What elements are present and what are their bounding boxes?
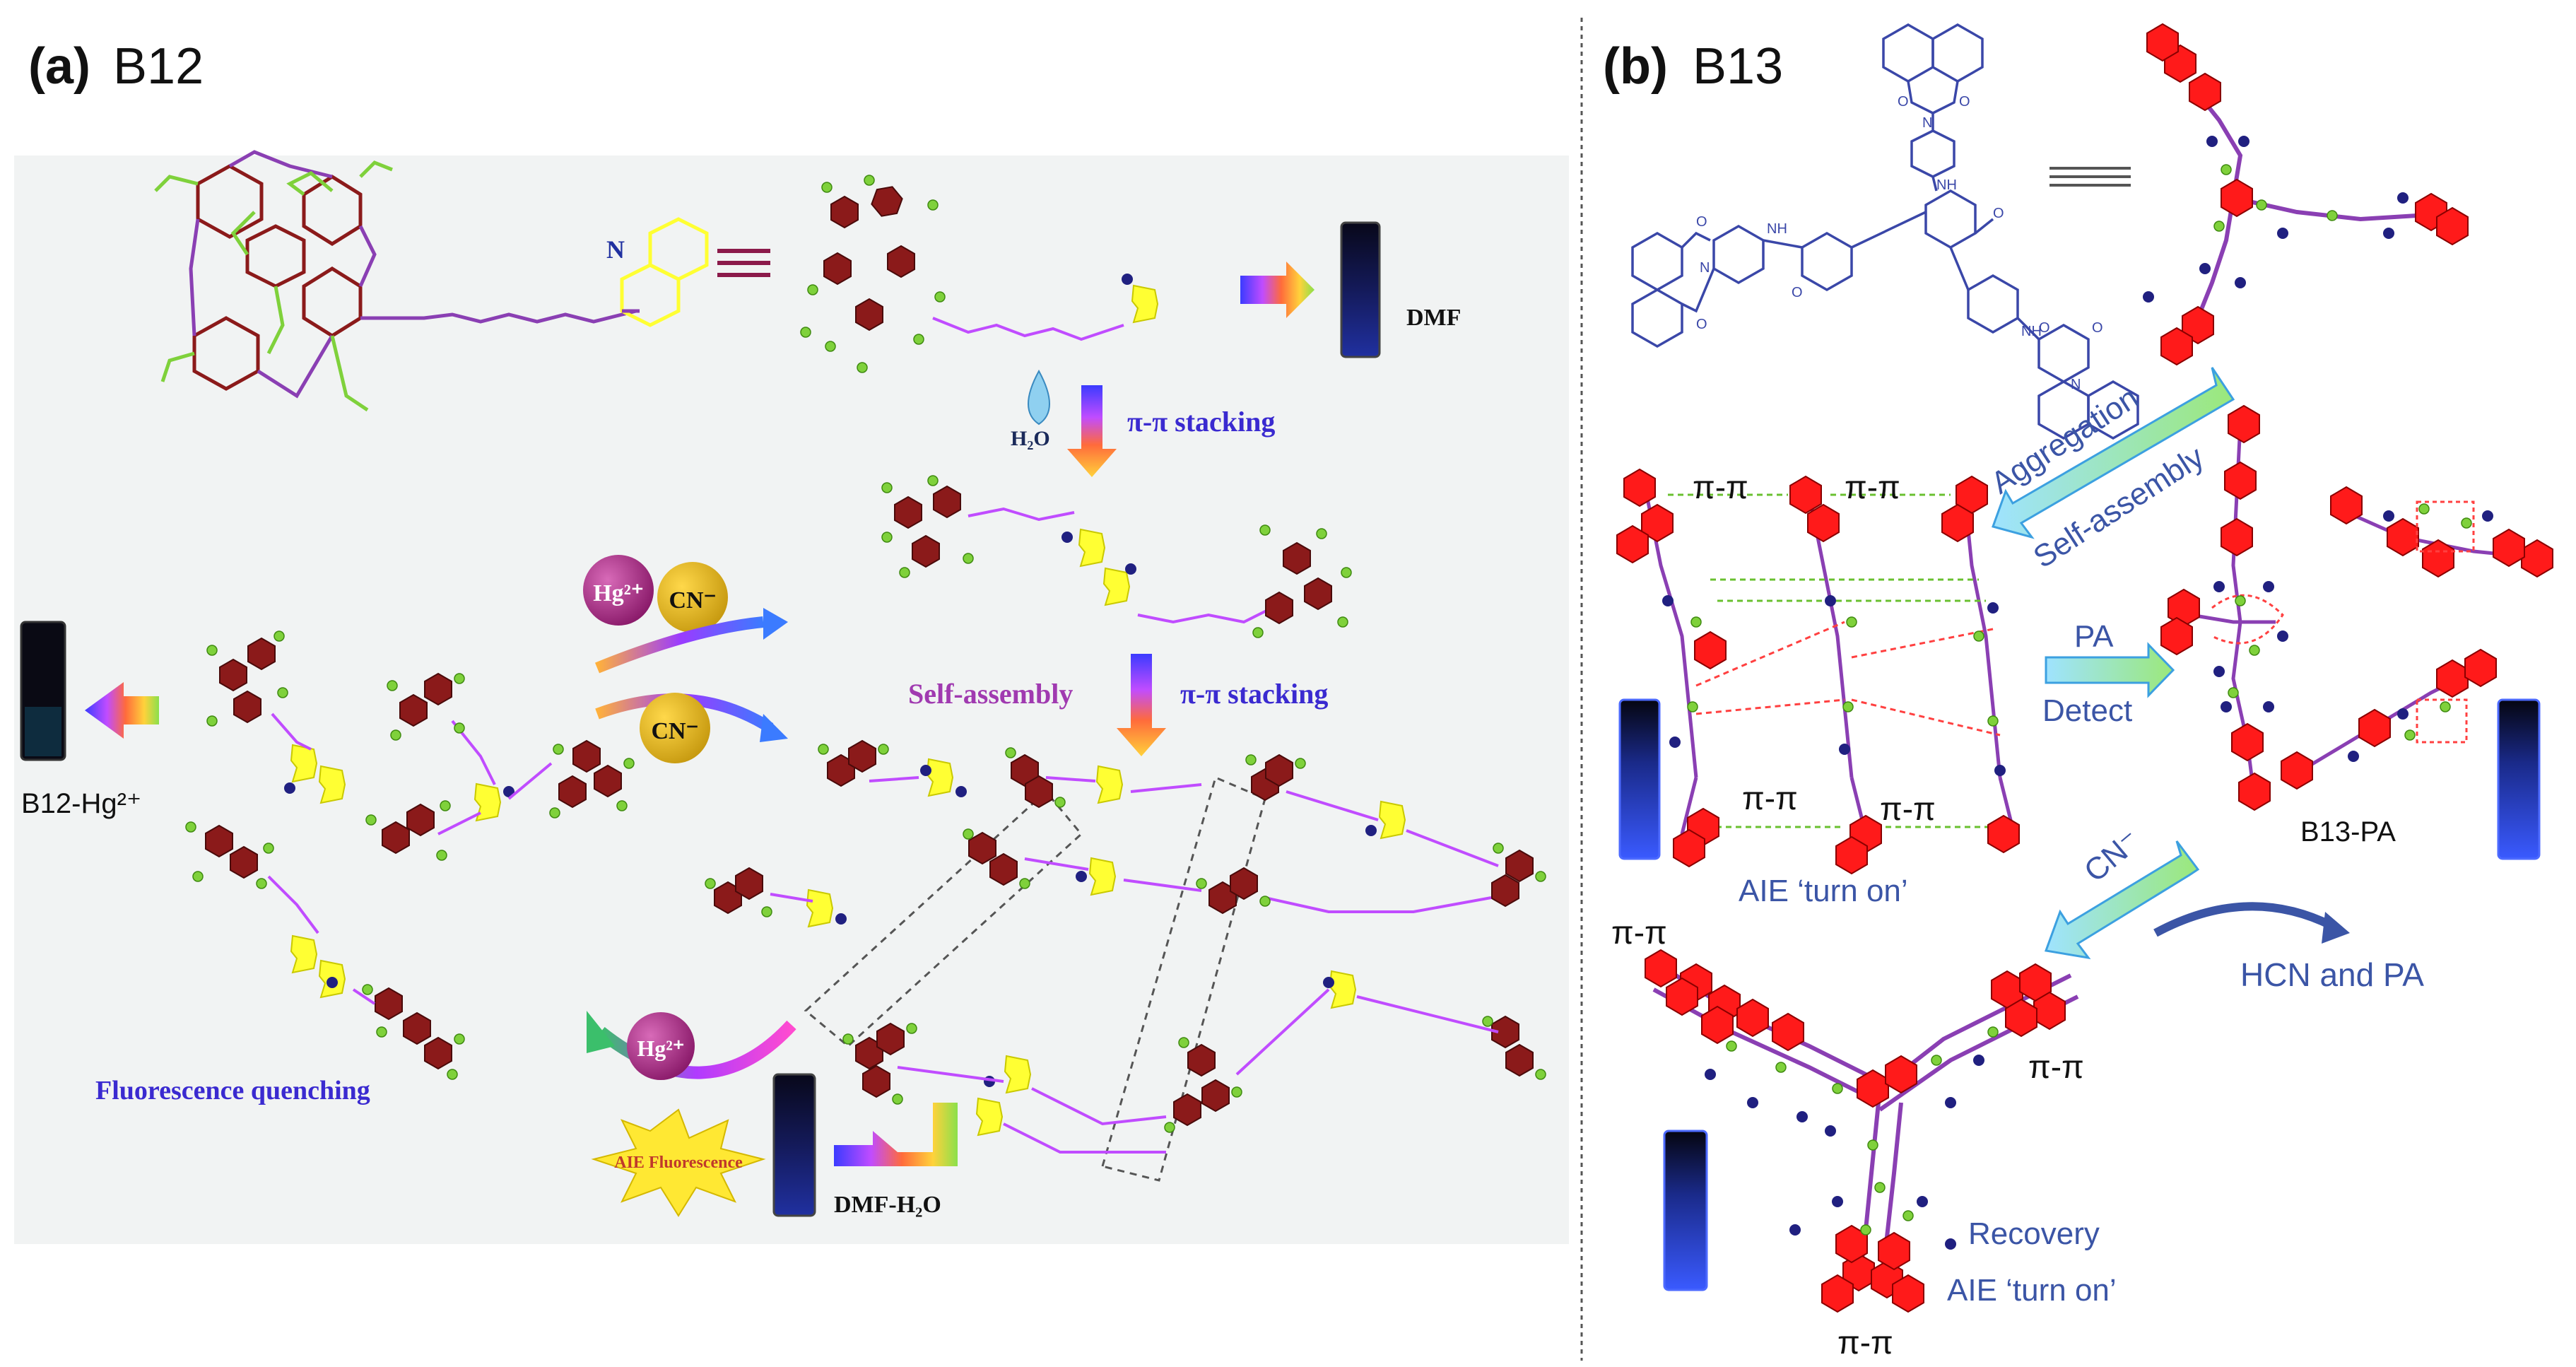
b13-pa-label: B13-PA [2300, 816, 2396, 847]
cn-label: CN⁻ [2078, 823, 2147, 888]
self-assembly-label: Self-assembly [908, 678, 1073, 710]
atom-n-3: N [2071, 377, 2081, 392]
panel-a-title: B12 [113, 38, 204, 95]
panel-b: (b) B13 N [1603, 23, 2553, 1361]
hg-ion-label-2: Hg²⁺ [637, 1035, 684, 1061]
cn-add-arrowhead [760, 714, 788, 742]
pa-complexes [2281, 486, 2553, 790]
atom-o-1: O [1898, 94, 1909, 110]
b13-3d-model [2143, 23, 2469, 365]
cn-ion-ball-2 [640, 693, 710, 763]
cn-ion-label: CN⁻ [669, 587, 716, 614]
aie-star-icon [591, 1108, 766, 1217]
arrow-to-aie [834, 1103, 958, 1166]
atom-n-1: N [1922, 115, 1932, 131]
b13-pa-cuvette [2497, 698, 2541, 860]
self-assembly-arrow [1117, 654, 1166, 756]
pipi-label-2: π-π [1845, 469, 1900, 505]
b13-structure [1631, 23, 2139, 440]
atom-o-6: O [1696, 317, 1707, 332]
pipi-label-7: π-π [1837, 1324, 1893, 1361]
hcn-release-arrowhead [2322, 912, 2350, 944]
atom-o-4: O [1792, 285, 1803, 300]
fluorescence-quenching-label: Fluorescence quenching [95, 1076, 370, 1105]
atom-n-2: N [1700, 260, 1710, 276]
atom-nh-1: NH [1936, 177, 1957, 193]
recovery-aie-label: AIE ‘turn on’ [1947, 1273, 2117, 1308]
recovery-model [1645, 949, 2079, 1313]
water-label: H₂O [1011, 427, 1050, 450]
hg-ion-label: Hg²⁺ [593, 580, 644, 606]
pipi-stacking-mid: π-π stacking [1180, 678, 1328, 710]
aggregation-arrow [1992, 367, 2235, 539]
pillararene-structure [154, 150, 709, 412]
atom-o-8: O [2092, 320, 2103, 336]
pipi-label-6: π-π [2028, 1048, 2084, 1085]
pa-detect-arrow [2045, 642, 2175, 698]
recovery-label: Recovery [1968, 1216, 2100, 1251]
atom-o-5: O [1696, 214, 1707, 230]
dimer-model [881, 475, 1352, 638]
b13-pa-model [2160, 405, 2288, 811]
panel-a-label: (a) [28, 38, 90, 95]
panel-a: (a) B12 N [14, 38, 1569, 1244]
equivalence-sign [717, 249, 770, 277]
quenched-assembly [185, 630, 635, 1080]
hg-add-arrowhead [587, 1011, 615, 1053]
stacked-assembly [705, 740, 1546, 1182]
cn-arrow [2044, 840, 2200, 960]
dmf-h2o-cuvette [772, 1073, 816, 1217]
arrow-to-dmf [1240, 262, 1315, 318]
pipi-labels-recovery: π-π π-π π-π [1611, 914, 2084, 1361]
cn-ion-label-2: CN⁻ [651, 718, 698, 744]
hg-ion-ball-2 [627, 1012, 695, 1080]
atom-o-7: O [2039, 320, 2050, 336]
b12-hg-label: B12-Hg²⁺ [21, 788, 141, 819]
cn-ion-ball [657, 562, 728, 633]
dmf-label: DMF [1406, 305, 1461, 331]
atom-nh-2: NH [1767, 221, 1787, 237]
water-drop-icon [1028, 369, 1050, 426]
recovery-cuvette [1663, 1130, 1708, 1291]
dmf-h2o-label: DMF-H₂O [834, 1192, 941, 1218]
monomer-model [800, 175, 1158, 373]
cn-release-arrowhead [763, 608, 788, 640]
panel-b-label: (b) [1603, 38, 1668, 95]
aie-cuvette [1618, 698, 1661, 860]
arrow-to-b12-hg [85, 682, 159, 739]
hg-ion-ball [583, 555, 654, 626]
pipi-label-5: π-π [1611, 914, 1667, 951]
cn-release-arc [594, 616, 764, 674]
panel-a-background [14, 156, 1569, 1244]
pa-label: PA [2074, 619, 2114, 654]
pipi-label-1: π-π [1693, 469, 1748, 505]
dmf-cuvette [1340, 221, 1381, 358]
nitrogen-label: N [606, 235, 625, 264]
hcn-pa-label: HCN and PA [2240, 956, 2424, 993]
pipi-arrow-1 [1067, 385, 1117, 477]
equivalence-sign-b [2049, 167, 2131, 187]
pipi-label-4: π-π [1880, 790, 1936, 827]
aie-turn-on-label: AIE ‘turn on’ [1739, 874, 1908, 908]
pipi-label-3: π-π [1742, 780, 1798, 816]
detect-label: Detect [2042, 693, 2132, 728]
b13-atom-labels: N O O NH NH O O O O N NH N O O [1696, 94, 2103, 392]
atom-nh-3: NH [2021, 324, 2042, 339]
atom-o-2: O [1959, 94, 1970, 110]
aie-columns [1616, 469, 2020, 874]
panel-b-title: B13 [1693, 38, 1783, 95]
pipi-stacking-top: π-π stacking [1127, 406, 1275, 438]
atom-o-3: O [1993, 206, 2004, 221]
hcn-release-arc [2153, 902, 2334, 937]
aie-fluorescence-label: AIE Fluorescence [614, 1154, 743, 1172]
pipi-labels-aie: π-π π-π π-π π-π [1693, 469, 1936, 827]
